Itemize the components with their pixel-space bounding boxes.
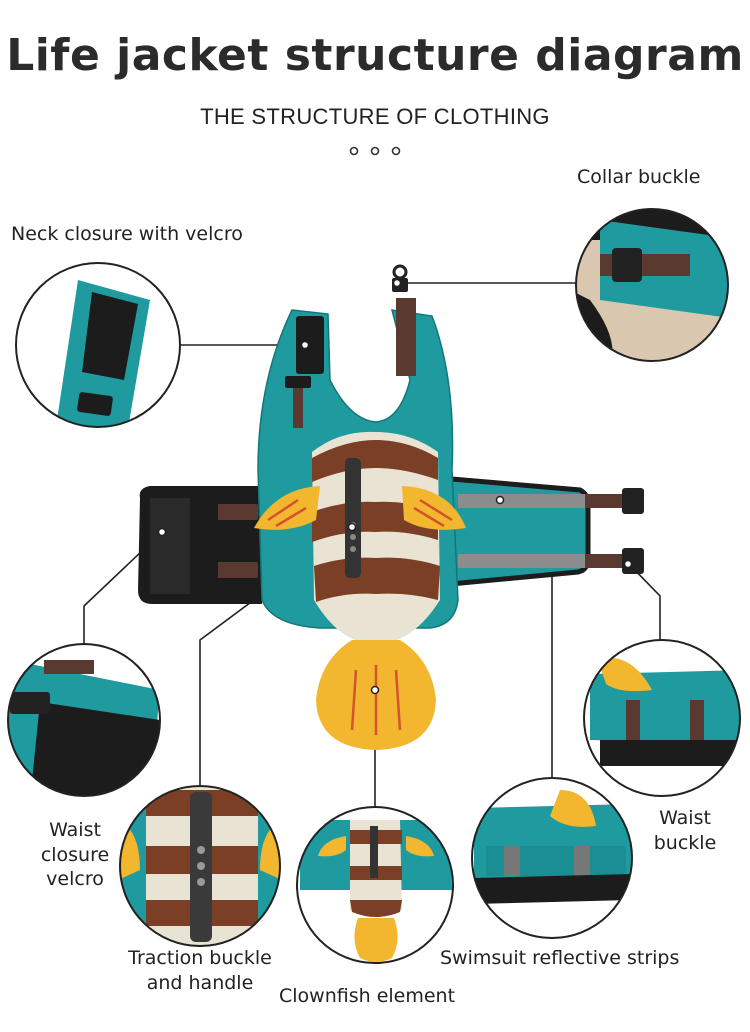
- detail-neck-closure: [15, 262, 181, 428]
- leader-waist-closure: [83, 531, 163, 644]
- label-collar-buckle: Collar buckle: [577, 166, 701, 188]
- label-waist-closure-line3: velcro: [46, 868, 104, 891]
- life-jacket-main: [138, 264, 644, 750]
- label-clownfish: Clownfish element: [279, 985, 456, 1007]
- detail-waist-velcro: [7, 643, 161, 797]
- detail-traction-handle: [119, 785, 281, 947]
- reflective-strip-bottom: [458, 554, 586, 568]
- label-waist-closure-line2: closure: [40, 843, 110, 866]
- label-traction-line2: and handle: [146, 971, 254, 994]
- page-subtitle: THE STRUCTURE OF CLOTHING: [200, 104, 550, 129]
- waist-buckle-top: [622, 488, 644, 514]
- decorative-dots: [349, 146, 401, 156]
- reflective-strip-top: [458, 494, 586, 508]
- detail-clownfish: [296, 806, 454, 964]
- label-reflective: Swimsuit reflective strips: [440, 947, 680, 969]
- traction-handle: [345, 458, 361, 578]
- label-traction: Traction buckle and handle: [110, 946, 290, 995]
- label-neck-closure: Neck closure with velcro: [11, 223, 243, 245]
- label-waist-closure: Waist closure velcro: [20, 818, 130, 892]
- leader-waist-buckle: [629, 564, 661, 640]
- label-waist-buckle-line2: buckle: [653, 831, 717, 854]
- label-traction-line1: Traction buckle: [128, 947, 272, 969]
- detail-reflective-strips: [471, 777, 633, 939]
- detail-waist-buckle: [583, 639, 741, 797]
- label-waist-closure-line1: Waist: [49, 819, 101, 841]
- label-waist-buckle: Waist buckle: [630, 806, 740, 855]
- label-waist-buckle-line1: Waist: [659, 807, 711, 829]
- page-title: Life jacket structure diagram: [6, 30, 744, 81]
- detail-collar-buckle: [575, 208, 729, 362]
- anchor-dots: [157, 278, 633, 695]
- collar-strap: [396, 298, 416, 376]
- neck-velcro-strip: [296, 316, 324, 374]
